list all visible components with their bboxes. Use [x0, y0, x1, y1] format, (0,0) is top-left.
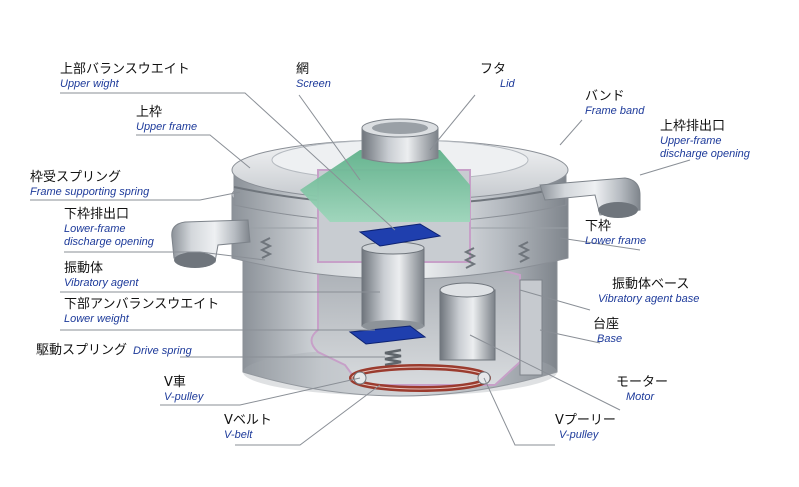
lower-discharge-jp: 下枠排出口: [64, 207, 130, 222]
upper-discharge-chute: [539, 177, 641, 218]
upper-frame-jp: 上枠: [136, 105, 163, 120]
lid-jp: フタ: [480, 62, 507, 77]
vibratory-agent-en: Vibratory agent: [64, 276, 139, 289]
band-en: Frame band: [585, 104, 645, 117]
label-lower-weight: 下部アンバランスウエイト Lower weight: [64, 297, 220, 326]
label-v-pulley-left: V車 V-pulley: [164, 375, 204, 404]
drive-spring-en: Drive spring: [133, 345, 192, 357]
frame-spring-en: Frame supporting spring: [30, 185, 150, 198]
lower-weight-jp: 下部アンバランスウエイト: [64, 297, 220, 312]
v-belt-loop: [349, 364, 491, 392]
side-bracket: [519, 279, 543, 376]
label-upper-frame: 上枠 Upper frame: [136, 105, 198, 134]
frame-springs: [259, 237, 531, 269]
label-upper-discharge: 上枠排出口 Upper-frame discharge opening: [660, 119, 750, 160]
label-screen: 網 Screen: [296, 62, 331, 91]
label-band: バンド Frame band: [585, 89, 645, 118]
motor-en: Motor: [626, 390, 655, 403]
label-lower-frame: 下枠 Lower frame: [585, 219, 647, 248]
drive-spring-jp: 駆動スプリング: [36, 343, 128, 358]
v-belt-jp: Vベルト: [224, 413, 272, 428]
band-jp: バンド: [585, 89, 625, 104]
vibratory-agent: [361, 241, 425, 332]
label-v-pulley-right: Vプーリー V-pulley: [555, 413, 616, 442]
label-lower-discharge: 下枠排出口 Lower-frame discharge opening: [64, 207, 154, 248]
vib-base-jp: 振動体ベース: [612, 277, 690, 292]
screen-jp: 網: [296, 62, 310, 77]
base-en: Base: [597, 332, 623, 345]
lower-frame-jp: 下枠: [585, 219, 612, 234]
leader-lines: [30, 92, 691, 446]
lower-frame-en: Lower frame: [585, 234, 647, 247]
vibratory-agent-jp: 振動体: [64, 261, 104, 276]
v-pulley-left-en: V-pulley: [164, 390, 204, 403]
lower-discharge-en2: discharge opening: [64, 235, 154, 248]
v-belt-en: V-belt: [224, 428, 253, 441]
drive-spring: [384, 348, 402, 367]
motor-jp: モーター: [616, 375, 669, 390]
v-pulley-right-en: V-pulley: [559, 428, 599, 441]
label-vib-base: 振動体ベース Vibratory agent base: [598, 277, 699, 306]
v-pulley-right-jp: Vプーリー: [555, 413, 616, 428]
label-frame-spring: 枠受スプリング Frame supporting spring: [30, 170, 150, 199]
upper-weight-jp: 上部バランスウエイト: [60, 62, 190, 77]
label-motor: モーター Motor: [616, 375, 669, 404]
inlet: [361, 118, 439, 164]
label-upper-weight: 上部バランスウエイト Upper wight: [60, 62, 190, 91]
upper-weight-en: Upper wight: [60, 77, 119, 90]
lower-discharge-en1: Lower-frame: [64, 222, 126, 235]
base-jp: 台座: [593, 317, 620, 332]
label-vibratory-agent: 振動体 Vibratory agent: [64, 261, 139, 290]
frame-spring-jp: 枠受スプリング: [30, 170, 122, 185]
screen-en: Screen: [296, 77, 331, 90]
lid-en: Lid: [500, 77, 515, 90]
motor: [439, 282, 496, 361]
label-base: 台座 Base: [593, 317, 623, 346]
vib-base-en: Vibratory agent base: [598, 292, 700, 305]
upper-weight: [358, 223, 442, 247]
v-pulley-left-jp: V車: [164, 375, 186, 390]
screen-mesh: [300, 150, 470, 222]
upper-frame-en: Upper frame: [136, 120, 198, 133]
upper-discharge-en2: discharge opening: [660, 147, 750, 160]
lower-weight-en: Lower weight: [64, 312, 129, 325]
label-v-belt: Vベルト V-belt: [224, 413, 272, 442]
upper-discharge-en1: Upper-frame: [660, 134, 722, 147]
label-lid: フタ Lid: [480, 62, 515, 91]
upper-discharge-jp: 上枠排出口: [660, 119, 726, 134]
label-drive-spring: 駆動スプリング Drive spring: [36, 340, 192, 359]
